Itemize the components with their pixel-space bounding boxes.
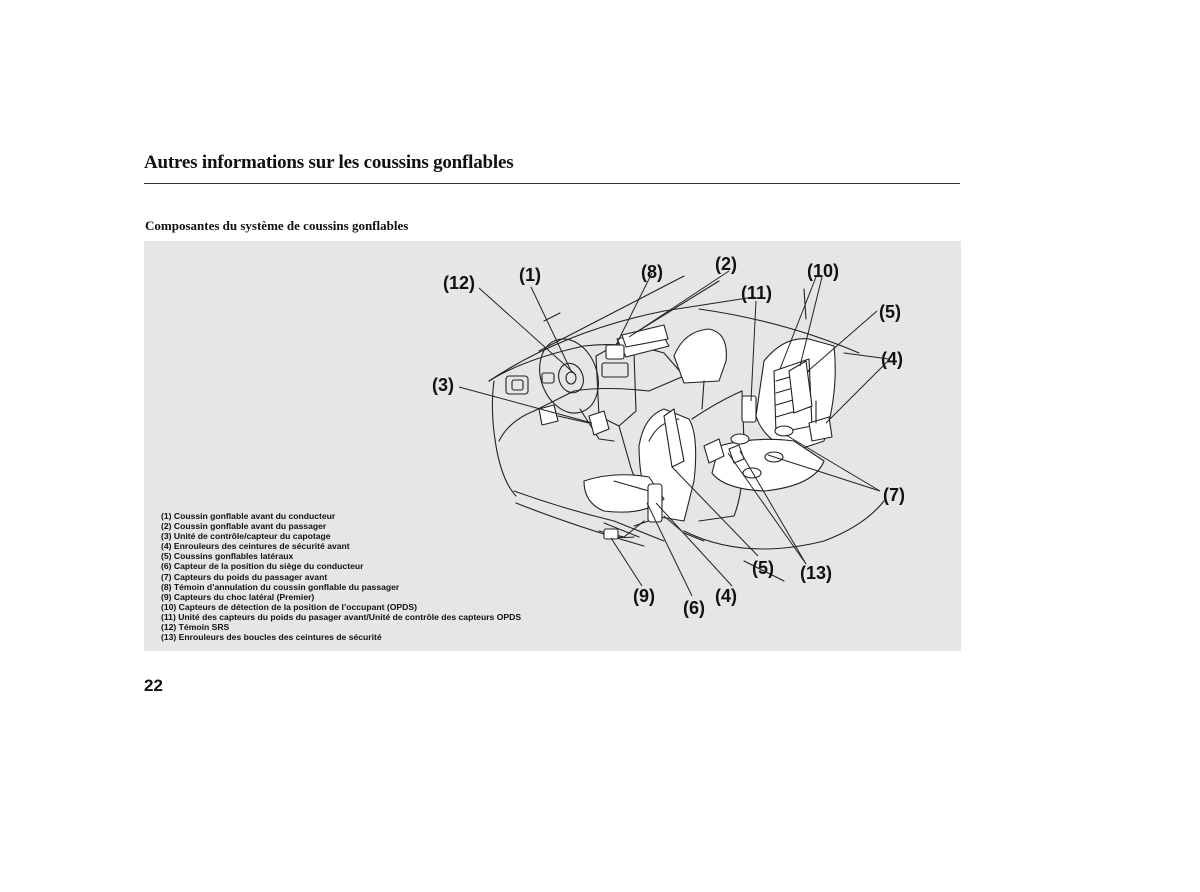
- callout-9: (9): [633, 586, 655, 606]
- callout-8: (8): [641, 262, 663, 282]
- callout-13: (13): [800, 563, 832, 583]
- callout-11: (11): [741, 283, 772, 303]
- callout-1: (1): [519, 265, 541, 285]
- callout-6: (6): [683, 598, 705, 618]
- legend-item: (7) Capteurs du poids du passager avant: [161, 571, 328, 582]
- callout-2: (2): [715, 254, 737, 274]
- legend-item: (13) Enrouleurs des boucles des ceinture…: [161, 632, 382, 643]
- legend-item: (12) Témoin SRS: [161, 622, 230, 633]
- vehicle-interior-illustration: (12) (1) (8) (2) (10) (11) (5) (4) (3) (…: [432, 254, 905, 618]
- legend-item: (11) Unité des capteurs du poids du pasa…: [161, 611, 522, 622]
- roof-line: [698, 308, 860, 354]
- legend-item: (1) Coussin gonflable avant du conducteu…: [161, 511, 336, 521]
- callout-4-right: (4): [881, 349, 903, 369]
- legend-item: (5) Coussins gonflables latéraux: [161, 551, 294, 562]
- a-pillar: [488, 296, 755, 382]
- callout-5-right: (5): [879, 302, 901, 322]
- driver-headrest: [673, 328, 727, 384]
- callout-10: (10): [807, 261, 839, 281]
- door-sill: [513, 490, 665, 542]
- component-legend: (1) Coussin gonflable avant du conducteu…: [161, 511, 521, 642]
- legend-item: (2) Coussin gonflable avant du passager: [161, 521, 327, 532]
- title-rule: [144, 183, 960, 184]
- legend-item: (4) Enrouleurs des ceintures de sécurité…: [161, 541, 350, 552]
- legend-item: (9) Capteurs du choc latéral (Premier): [161, 591, 315, 602]
- callout-12: (12): [443, 273, 475, 293]
- legend-item: (10) Capteurs de détection de la positio…: [161, 601, 417, 612]
- callout-7: (7): [883, 485, 905, 505]
- page-number: 22: [144, 676, 163, 695]
- dashboard: [488, 343, 685, 442]
- callout-5-left: (5): [752, 558, 774, 578]
- airbag-figure: (12) (1) (8) (2) (10) (11) (5) (4) (3) (…: [144, 241, 961, 651]
- driver-seat-cushion: [583, 474, 665, 513]
- legend-item: (3) Unité de contrôle/capteur du capotag…: [161, 531, 331, 542]
- legend-item: (6) Capteur de la position du siège du c…: [161, 561, 364, 572]
- section-title: Autres informations sur les coussins gon…: [144, 152, 514, 173]
- figure-subheading: Composantes du système de coussins gonfl…: [145, 218, 409, 233]
- legend-item: (8) Témoin d’annulation du coussin gonfl…: [161, 581, 400, 592]
- callout-4-left: (4): [715, 586, 737, 606]
- callout-3: (3): [432, 375, 454, 395]
- srs-control-unit: [588, 410, 610, 436]
